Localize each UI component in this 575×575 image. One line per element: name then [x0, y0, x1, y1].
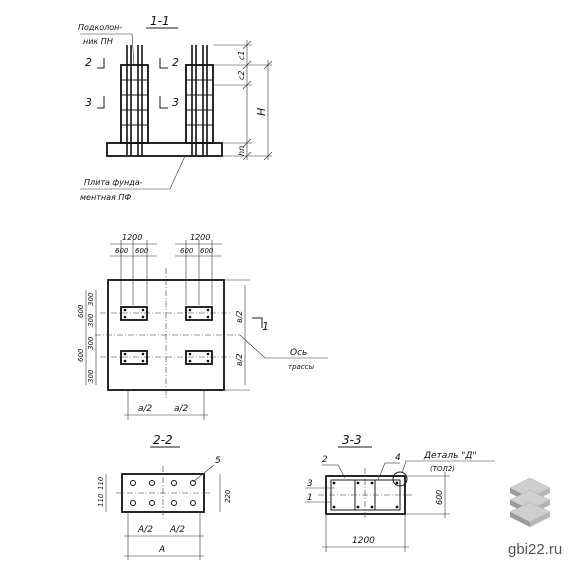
axis-leader — [239, 334, 266, 359]
dim-A: А — [158, 545, 165, 555]
dim-A2-right: А/2 — [169, 525, 185, 535]
callout-2: 2 — [322, 455, 328, 465]
dim-600: 600 — [180, 247, 194, 255]
tick — [263, 151, 273, 161]
cut-3-left-mark — [97, 96, 105, 109]
callout-5: 5 — [215, 456, 221, 466]
cut-2-left: 2 — [85, 56, 92, 69]
tick — [242, 80, 252, 90]
plan-column-tl — [120, 306, 148, 321]
plan-column-tr — [185, 306, 213, 321]
watermark-text: gbi22.ru — [508, 541, 562, 558]
dim-300: 300 — [87, 313, 95, 327]
left-column — [120, 45, 149, 155]
cut-2-right-mark — [159, 58, 168, 69]
section-3-3: 3-3 2 3 1 4 Деталь "Д" (ТОЛ2) 600 — [305, 433, 495, 552]
cut-3-right: 3 — [172, 96, 179, 109]
dim-600: 600 — [77, 304, 85, 318]
dim-600: 600 — [77, 348, 85, 362]
tick — [242, 151, 252, 161]
dim-b2-bottom: в/2 — [235, 354, 244, 367]
dim-a2-left: а/2 — [138, 404, 153, 414]
dim-H: H — [255, 108, 268, 116]
dim-a2-right: а/2 — [174, 404, 189, 414]
callout-5-leader — [192, 464, 215, 483]
label-plate-line2: ментная ПФ — [80, 193, 131, 202]
dim-600: 600 — [200, 247, 214, 255]
label-plate-leader — [169, 155, 186, 190]
cut-2-right: 2 — [172, 56, 179, 69]
cut-3-right-mark — [159, 96, 168, 109]
axis-label-line1: Ось — [290, 348, 307, 358]
label-column-line2: ник ПН — [83, 37, 113, 46]
label-column-leader — [131, 33, 135, 66]
dim-A2-left: А/2 — [137, 525, 153, 535]
dim-c2: c2 — [237, 71, 246, 81]
dim-1200-right: 1200 — [190, 233, 210, 242]
right-column-outline — [185, 64, 214, 144]
dim-110: 110 — [97, 476, 105, 490]
cut-2-left-mark — [97, 58, 105, 69]
callout-2-leader — [337, 464, 346, 479]
callout-4-leader — [377, 462, 386, 481]
cut-3-left: 3 — [85, 96, 92, 109]
tick — [242, 138, 252, 148]
section-1-1: 1-1 Подколон- — [78, 14, 273, 202]
detail-circle — [392, 471, 408, 487]
detail-label-leader — [401, 460, 407, 474]
detail-ref: (ТОЛ2) — [430, 465, 455, 473]
dim-300: 300 — [87, 369, 95, 383]
tick — [242, 40, 252, 50]
callout-3: 3 — [307, 479, 313, 489]
left-column-outline — [120, 64, 149, 144]
dim-600: 600 — [135, 247, 149, 255]
tick — [263, 60, 273, 70]
section-3-3-dots — [332, 481, 399, 509]
dim-600: 600 — [115, 247, 129, 255]
dim-1200: 1200 — [352, 536, 375, 546]
foundation-plate — [106, 142, 223, 157]
section-2-2-title: 2-2 — [153, 433, 173, 447]
dim-600: 600 — [435, 490, 444, 505]
detail-label: Деталь "Д" — [423, 451, 477, 461]
label-column-line1: Подколон- — [78, 23, 122, 32]
dim-110: 110 — [97, 493, 105, 507]
plan-column-bl — [120, 350, 148, 365]
dim-hn: hn — [237, 146, 246, 156]
label-plate-line1: Плита фунда- — [84, 178, 143, 187]
watermark: gbi22.ru — [508, 477, 562, 558]
dim-b2-top: в/2 — [235, 311, 244, 324]
section-1-1-title: 1-1 — [150, 14, 170, 28]
cut-1-mark — [252, 317, 263, 328]
axis-label-line2: трассы — [288, 363, 315, 371]
dim-300: 300 — [87, 336, 95, 350]
dim-300: 300 — [87, 292, 95, 306]
plan-view: 1200 1200 600 600 600 600 — [77, 233, 328, 420]
stacked-slabs-logo-icon — [509, 477, 551, 527]
dim-c1: c1 — [237, 51, 246, 61]
right-column — [185, 45, 214, 155]
section-2-2: 2-2 5 110 110 220 А/2 А/2 А — [97, 433, 232, 560]
dim-1200-left: 1200 — [122, 233, 142, 242]
plan-column-br — [185, 350, 213, 365]
rebar-circles — [130, 480, 196, 506]
callout-4: 4 — [395, 453, 401, 463]
callout-1: 1 — [307, 493, 313, 503]
tick — [242, 60, 252, 70]
dim-220: 220 — [224, 489, 232, 503]
cut-1: 1 — [262, 320, 269, 333]
plan-rebar-dots — [123, 308, 210, 363]
section-3-3-title: 3-3 — [342, 433, 362, 447]
